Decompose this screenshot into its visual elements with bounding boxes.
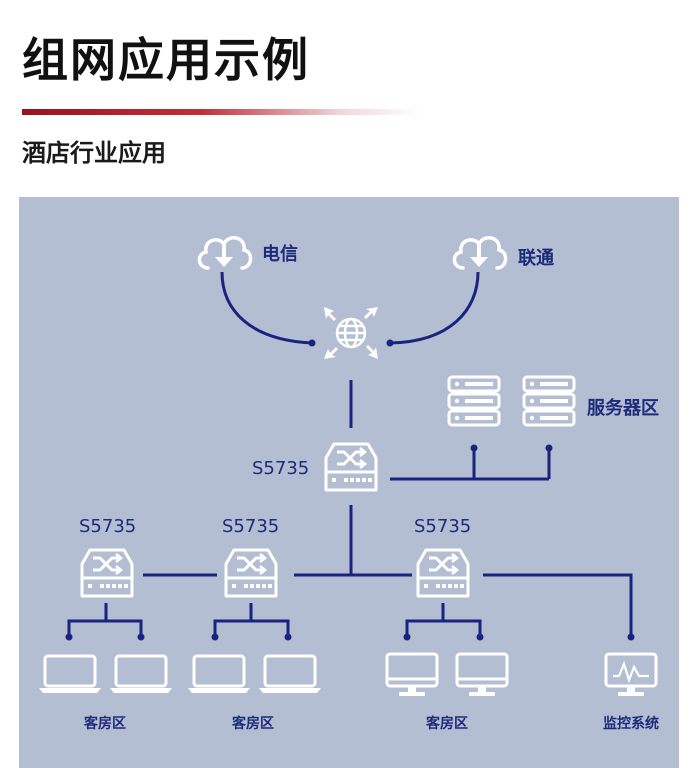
server-icon xyxy=(522,375,576,427)
laptop-icon xyxy=(259,654,321,694)
switch-icon xyxy=(80,548,134,598)
monitor-icon xyxy=(385,652,439,698)
access-switch-model: S5735 xyxy=(79,516,137,537)
monitor-icon xyxy=(455,652,509,698)
laptop-icon xyxy=(39,654,101,694)
cloud-download-icon xyxy=(197,235,253,270)
monitoring-screen-icon xyxy=(604,652,658,696)
isp-label-unicom: 联通 xyxy=(518,248,554,269)
server-zone-label: 服务器区 xyxy=(587,398,659,419)
title-accent-bar xyxy=(22,109,422,115)
link-access-monitoring xyxy=(483,573,633,637)
access-switch-model: S5735 xyxy=(222,516,280,537)
zone-label-monitoring: 监控系统 xyxy=(603,716,659,732)
zone-label-guest-room: 客房区 xyxy=(84,716,126,732)
server-icon xyxy=(447,375,501,427)
page-subtitle: 酒店行业应用 xyxy=(22,139,166,167)
link-telecom-internet xyxy=(220,271,313,345)
isp-label-telecom: 电信 xyxy=(262,244,298,265)
switch-icon xyxy=(416,548,470,598)
access-switch-model: S5735 xyxy=(414,516,472,537)
link-unicom-internet xyxy=(389,271,480,345)
zone-label-guest-room: 客房区 xyxy=(426,716,468,732)
switch-icon xyxy=(224,548,278,598)
core-switch-model: S5735 xyxy=(252,458,310,479)
globe-icon xyxy=(335,317,367,349)
laptop-icon xyxy=(110,654,172,694)
laptop-icon xyxy=(188,654,250,694)
cloud-download-icon xyxy=(452,235,508,270)
converging-arrows-icon xyxy=(324,307,378,359)
core-switch-icon xyxy=(324,442,378,492)
page-title: 组网应用示例 xyxy=(22,33,310,87)
zone-label-guest-room: 客房区 xyxy=(232,716,274,732)
